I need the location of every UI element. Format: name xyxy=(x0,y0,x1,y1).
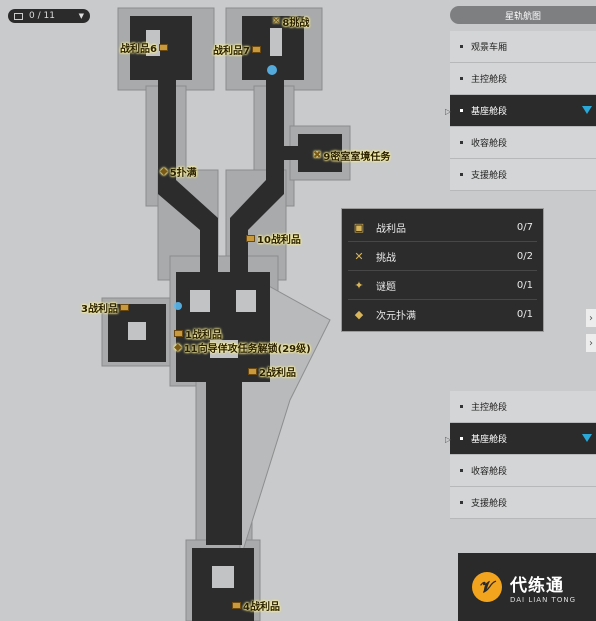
watermark-logo: 𝓥 代练通 DAI LIAN TONG xyxy=(458,553,596,621)
current-floor-marker-icon xyxy=(582,434,592,442)
floor-item[interactable]: 支援舱段 xyxy=(450,159,596,191)
map-label-loot-2[interactable]: 2战利品 xyxy=(248,364,296,379)
bullet-icon xyxy=(460,77,463,80)
map-label-loot-1[interactable]: 1战利品 xyxy=(174,326,222,341)
floor-item[interactable]: 主控舱段 xyxy=(450,391,596,423)
pointer-icon: ▷ xyxy=(445,435,452,444)
collectibles-popup: ▣ 战利品 0/7 ✕ 挑战 0/2 ✦ 谜题 0/1 ◆ 次元扑满 0/1 xyxy=(341,208,544,332)
floor-item[interactable]: 收容舱段 xyxy=(450,127,596,159)
chest-icon xyxy=(119,304,129,311)
map-label-puzzle-9[interactable]: ✖9密室室境任务 xyxy=(313,150,391,163)
chevron-right-icon[interactable]: › xyxy=(586,334,596,352)
current-floor-marker-icon xyxy=(582,106,592,114)
puzzle-icon: ✦ xyxy=(354,278,364,292)
popup-row-challenge: ✕ 挑战 0/2 xyxy=(348,242,537,271)
chevron-down-icon: ▼ xyxy=(78,12,84,20)
bullet-icon xyxy=(460,469,463,472)
chest-icon xyxy=(246,235,255,242)
swords-icon: ✕ xyxy=(354,249,364,263)
chevron-right-icon[interactable]: › xyxy=(586,309,596,327)
bullet-icon xyxy=(460,45,463,48)
bullet-icon xyxy=(460,437,463,440)
chest-icon xyxy=(174,330,183,337)
bullet-icon xyxy=(460,405,463,408)
map-label-loot-4[interactable]: 4战利品 xyxy=(232,598,280,613)
popup-row-loot: ▣ 战利品 0/7 xyxy=(348,213,537,242)
bullet-icon xyxy=(460,141,463,144)
floor-item[interactable]: 收容舱段 xyxy=(450,455,596,487)
floor-item[interactable]: 支援舱段 xyxy=(450,487,596,519)
bullet-icon xyxy=(460,501,463,504)
chest-icon: ▣ xyxy=(353,220,365,234)
chest-icon xyxy=(248,368,257,375)
counter-text: 0 / 11 xyxy=(29,11,55,21)
map-label-loot-10[interactable]: 10战利品 xyxy=(246,231,301,246)
map-label-piggy-5[interactable]: ◆5扑满 xyxy=(160,166,197,179)
map-icon xyxy=(14,12,23,20)
map-label-loot-6[interactable]: 战利品6 xyxy=(120,40,168,55)
floor-item-selected[interactable]: ▷基座舱段 xyxy=(445,95,596,127)
floor-list-bottom: 主控舱段 ▷基座舱段 收容舱段 支援舱段 xyxy=(445,391,596,519)
floor-list-top: 观景车厢 主控舱段 ▷基座舱段 收容舱段 支援舱段 xyxy=(445,31,596,191)
bullet-icon xyxy=(460,109,463,112)
map-label-quest-11[interactable]: ◆11向导佯攻任务解锁(29级) xyxy=(174,342,311,355)
piggy-icon: ◆ xyxy=(354,308,364,321)
map-label-loot-7[interactable]: 战利品7 xyxy=(213,42,261,57)
quest-icon: ◆ xyxy=(174,342,182,353)
piggy-icon: ◆ xyxy=(160,166,168,177)
logo-name: 代练通 xyxy=(510,575,564,596)
logo-icon: 𝓥 xyxy=(472,572,502,602)
floor-item-selected[interactable]: ▷基座舱段 xyxy=(445,423,596,455)
popup-row-puzzle: ✦ 谜题 0/1 xyxy=(348,271,537,300)
puzzle-icon: ✖ xyxy=(313,150,322,161)
collection-counter[interactable]: 0 / 11 ▼ xyxy=(8,9,90,23)
map-label-loot-3[interactable]: 3战利品 xyxy=(81,300,129,315)
chest-icon xyxy=(158,44,168,51)
panel-title[interactable]: 星轨航图 xyxy=(450,6,596,24)
chest-icon xyxy=(251,46,261,53)
bullet-icon xyxy=(460,173,463,176)
popup-row-piggy: ◆ 次元扑满 0/1 xyxy=(348,300,537,329)
map-label-challenge-8[interactable]: ✕8挑战 xyxy=(272,16,310,29)
logo-subtitle: DAI LIAN TONG xyxy=(510,595,577,604)
floor-item[interactable]: 主控舱段 xyxy=(450,63,596,95)
chest-icon xyxy=(232,602,241,609)
floor-item[interactable]: 观景车厢 xyxy=(450,31,596,63)
swords-icon: ✕ xyxy=(272,16,281,27)
pointer-icon: ▷ xyxy=(445,107,452,116)
